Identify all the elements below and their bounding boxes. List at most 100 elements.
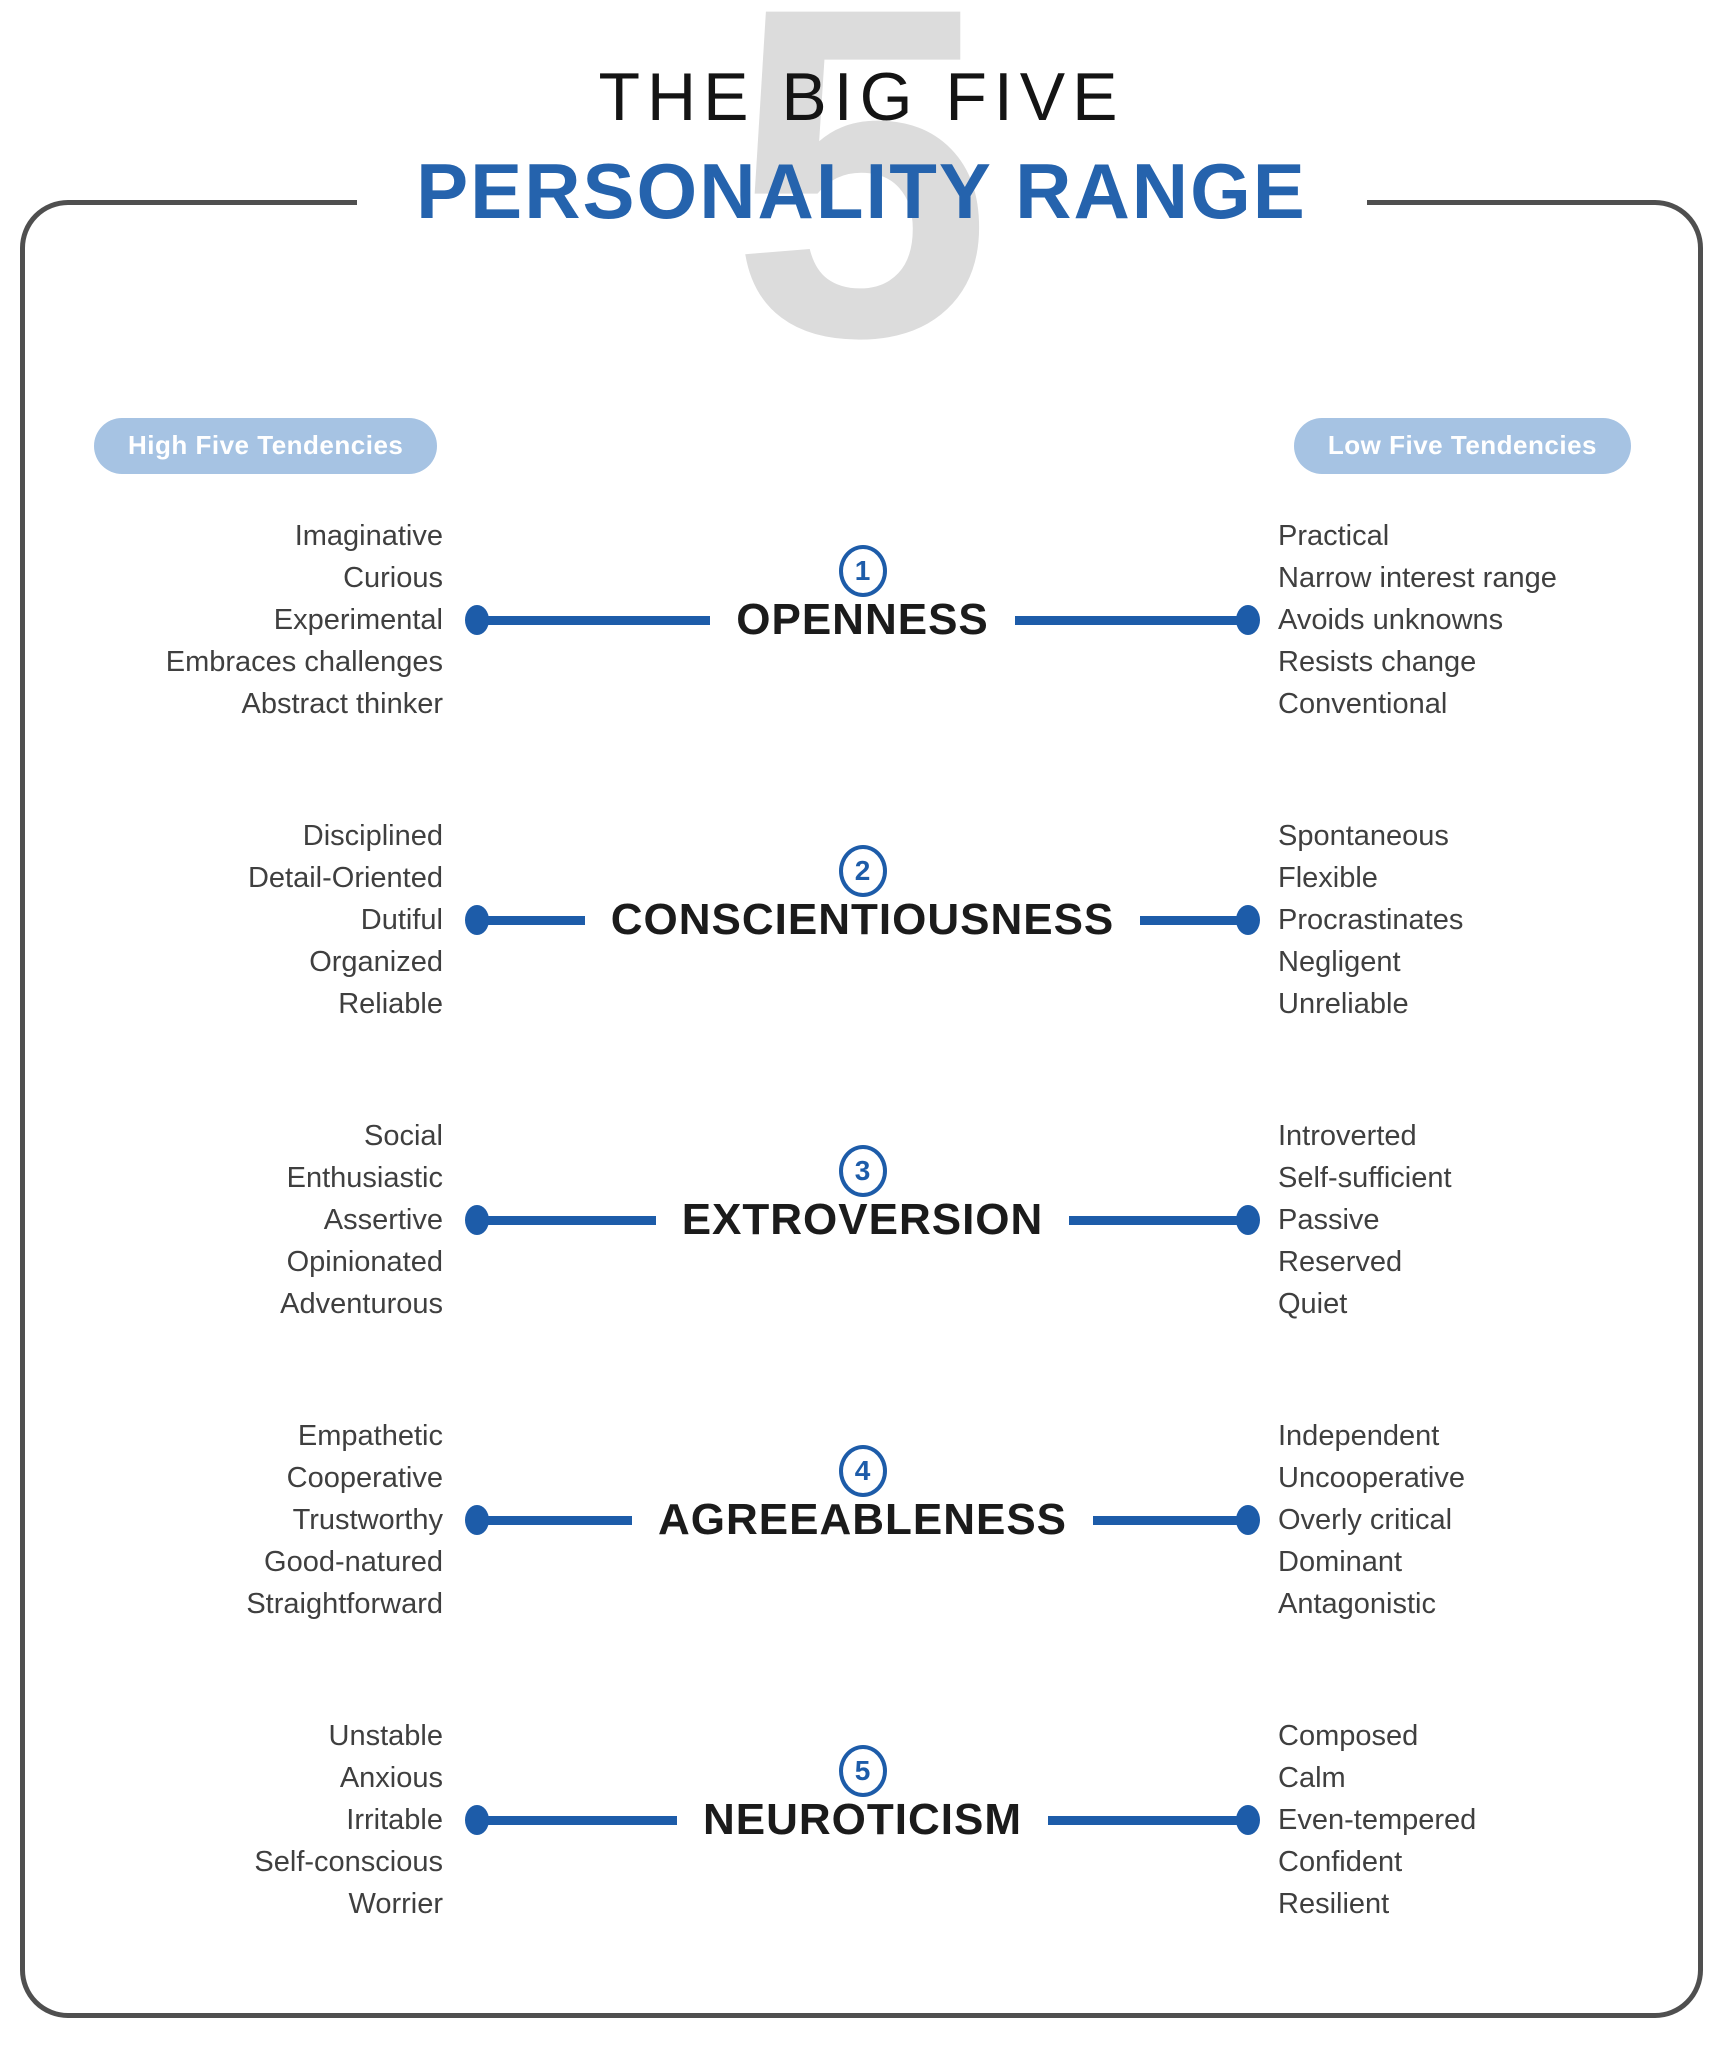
high-trait-item: Curious (343, 562, 443, 594)
low-trait-item: Reserved (1278, 1246, 1403, 1278)
high-trait-item: Adventurous (280, 1288, 443, 1320)
watermark-number-5: 5 (730, 0, 993, 435)
low-traits-extroversion: Introverted Self-sufficient Passive Rese… (1260, 1070, 1703, 1370)
high-trait-item: Good-natured (264, 1546, 443, 1578)
high-trait-item: Abstract thinker (241, 688, 443, 720)
section-number-badge: 5 (838, 1745, 887, 1797)
range-line-right (1140, 915, 1243, 925)
range-rail-agreeableness: 4 AGREEABLENESS (465, 1370, 1261, 1670)
range-rail-conscientiousness: 2 CONSCIENTIOUSNESS (465, 770, 1261, 1070)
high-trait-item: Irritable (346, 1804, 443, 1836)
low-trait-item: Composed (1278, 1720, 1419, 1752)
trait-name-openness: OPENNESS (736, 595, 989, 644)
low-traits-openness: Practical Narrow interest range Avoids u… (1260, 470, 1703, 770)
low-trait-item: Self-sufficient (1278, 1162, 1452, 1194)
low-trait-item: Uncooperative (1278, 1462, 1465, 1494)
section-openness: Imaginative Curious Experimental Embrace… (20, 470, 1703, 770)
low-traits-neuroticism: Composed Calm Even-tempered Confident Re… (1260, 1670, 1703, 1970)
low-trait-item: Independent (1278, 1420, 1440, 1452)
endpoint-dot-right (1236, 905, 1261, 935)
high-trait-item: Cooperative (286, 1462, 443, 1494)
section-number-badge: 2 (838, 845, 887, 897)
low-trait-item: Passive (1278, 1204, 1380, 1236)
high-trait-item: Enthusiastic (286, 1162, 443, 1194)
range-line-right (1093, 1515, 1243, 1525)
high-trait-item: Anxious (339, 1762, 443, 1794)
range-line-right (1069, 1215, 1242, 1225)
high-traits-conscientiousness: Disciplined Detail-Oriented Dutiful Orga… (20, 770, 465, 1070)
trait-sections: Imaginative Curious Experimental Embrace… (20, 470, 1703, 1970)
tendency-badges-row: High Five Tendencies Low Five Tendencies (94, 418, 1631, 474)
trait-name-extroversion: EXTROVERSION (681, 1195, 1044, 1244)
high-trait-item: Opinionated (286, 1246, 443, 1278)
high-trait-item: Detail-Oriented (247, 862, 443, 894)
range-line-left (483, 1815, 677, 1825)
high-trait-item: Assertive (323, 1204, 443, 1236)
high-trait-item: Embraces challenges (165, 646, 443, 678)
high-traits-extroversion: Social Enthusiastic Assertive Opinionate… (20, 1070, 465, 1370)
section-number-badge: 1 (838, 545, 887, 597)
trait-name-neuroticism: NEUROTICISM (703, 1795, 1022, 1844)
high-trait-item: Imaginative (294, 520, 443, 552)
section-neuroticism: Unstable Anxious Irritable Self-consciou… (20, 1670, 1703, 1970)
high-traits-agreeableness: Empathetic Cooperative Trustworthy Good-… (20, 1370, 465, 1670)
low-trait-item: Avoids unknowns (1278, 604, 1504, 636)
high-trait-item: Dutiful (360, 904, 443, 936)
section-extroversion: Social Enthusiastic Assertive Opinionate… (20, 1070, 1703, 1370)
high-trait-item: Social (364, 1120, 443, 1152)
low-trait-item: Unreliable (1278, 988, 1409, 1020)
low-trait-item: Confident (1278, 1846, 1403, 1878)
section-agreeableness: Empathetic Cooperative Trustworthy Good-… (20, 1370, 1703, 1670)
low-traits-conscientiousness: Spontaneous Flexible Procrastinates Negl… (1260, 770, 1703, 1070)
endpoint-dot-right (1236, 605, 1261, 635)
low-five-tendencies-badge: Low Five Tendencies (1293, 418, 1631, 474)
low-trait-item: Resilient (1278, 1888, 1390, 1920)
range-line-left (483, 615, 711, 625)
section-conscientiousness: Disciplined Detail-Oriented Dutiful Orga… (20, 770, 1703, 1070)
trait-name-agreeableness: AGREEABLENESS (657, 1495, 1068, 1544)
trait-name-conscientiousness: CONSCIENTIOUSNESS (610, 895, 1115, 944)
low-trait-item: Quiet (1278, 1288, 1348, 1320)
high-trait-item: Organized (309, 946, 443, 978)
title-line-2: PERSONALITY RANGE (416, 147, 1307, 235)
title-line-1: THE BIG FIVE (598, 59, 1125, 135)
range-line-right (1048, 1815, 1242, 1825)
low-trait-item: Negligent (1278, 946, 1401, 978)
endpoint-dot-right (1236, 1805, 1260, 1835)
low-trait-item: Dominant (1278, 1546, 1403, 1578)
endpoint-dot-right (1236, 1505, 1261, 1535)
high-traits-neuroticism: Unstable Anxious Irritable Self-consciou… (20, 1670, 465, 1970)
low-trait-item: Introverted (1278, 1120, 1417, 1152)
high-trait-item: Self-conscious (254, 1846, 443, 1878)
high-trait-item: Unstable (328, 1720, 443, 1752)
content-area: High Five Tendencies Low Five Tendencies… (20, 200, 1703, 2018)
endpoint-dot-right (1236, 1205, 1260, 1235)
high-traits-openness: Imaginative Curious Experimental Embrace… (20, 470, 465, 770)
low-trait-item: Even-tempered (1278, 1804, 1477, 1836)
high-trait-item: Trustworthy (292, 1504, 443, 1536)
header: THE BIG FIVE PERSONALITY RANGE (0, 0, 1723, 237)
range-rail-neuroticism: 5 NEUROTICISM (465, 1670, 1260, 1970)
high-trait-item: Disciplined (302, 820, 443, 852)
range-line-right (1014, 615, 1243, 625)
high-trait-item: Empathetic (297, 1420, 443, 1452)
frame-border-gap (356, 193, 1367, 211)
range-rail-extroversion: 3 EXTROVERSION (465, 1070, 1260, 1370)
low-trait-item: Antagonistic (1278, 1588, 1436, 1620)
high-trait-item: Reliable (338, 988, 443, 1020)
range-line-left (483, 915, 585, 925)
range-line-left (483, 1515, 632, 1525)
low-trait-item: Flexible (1278, 862, 1378, 894)
high-trait-item: Worrier (348, 1888, 443, 1920)
low-trait-item: Narrow interest range (1278, 562, 1557, 594)
low-trait-item: Procrastinates (1278, 904, 1464, 936)
range-line-left (483, 1215, 656, 1225)
section-number-badge: 3 (838, 1145, 887, 1197)
low-trait-item: Practical (1278, 520, 1390, 552)
high-five-tendencies-badge: High Five Tendencies (94, 418, 438, 474)
low-traits-agreeableness: Independent Uncooperative Overly critica… (1260, 1370, 1703, 1670)
section-number-badge: 4 (838, 1445, 887, 1497)
low-trait-item: Calm (1278, 1762, 1346, 1794)
low-trait-item: Spontaneous (1278, 820, 1449, 852)
